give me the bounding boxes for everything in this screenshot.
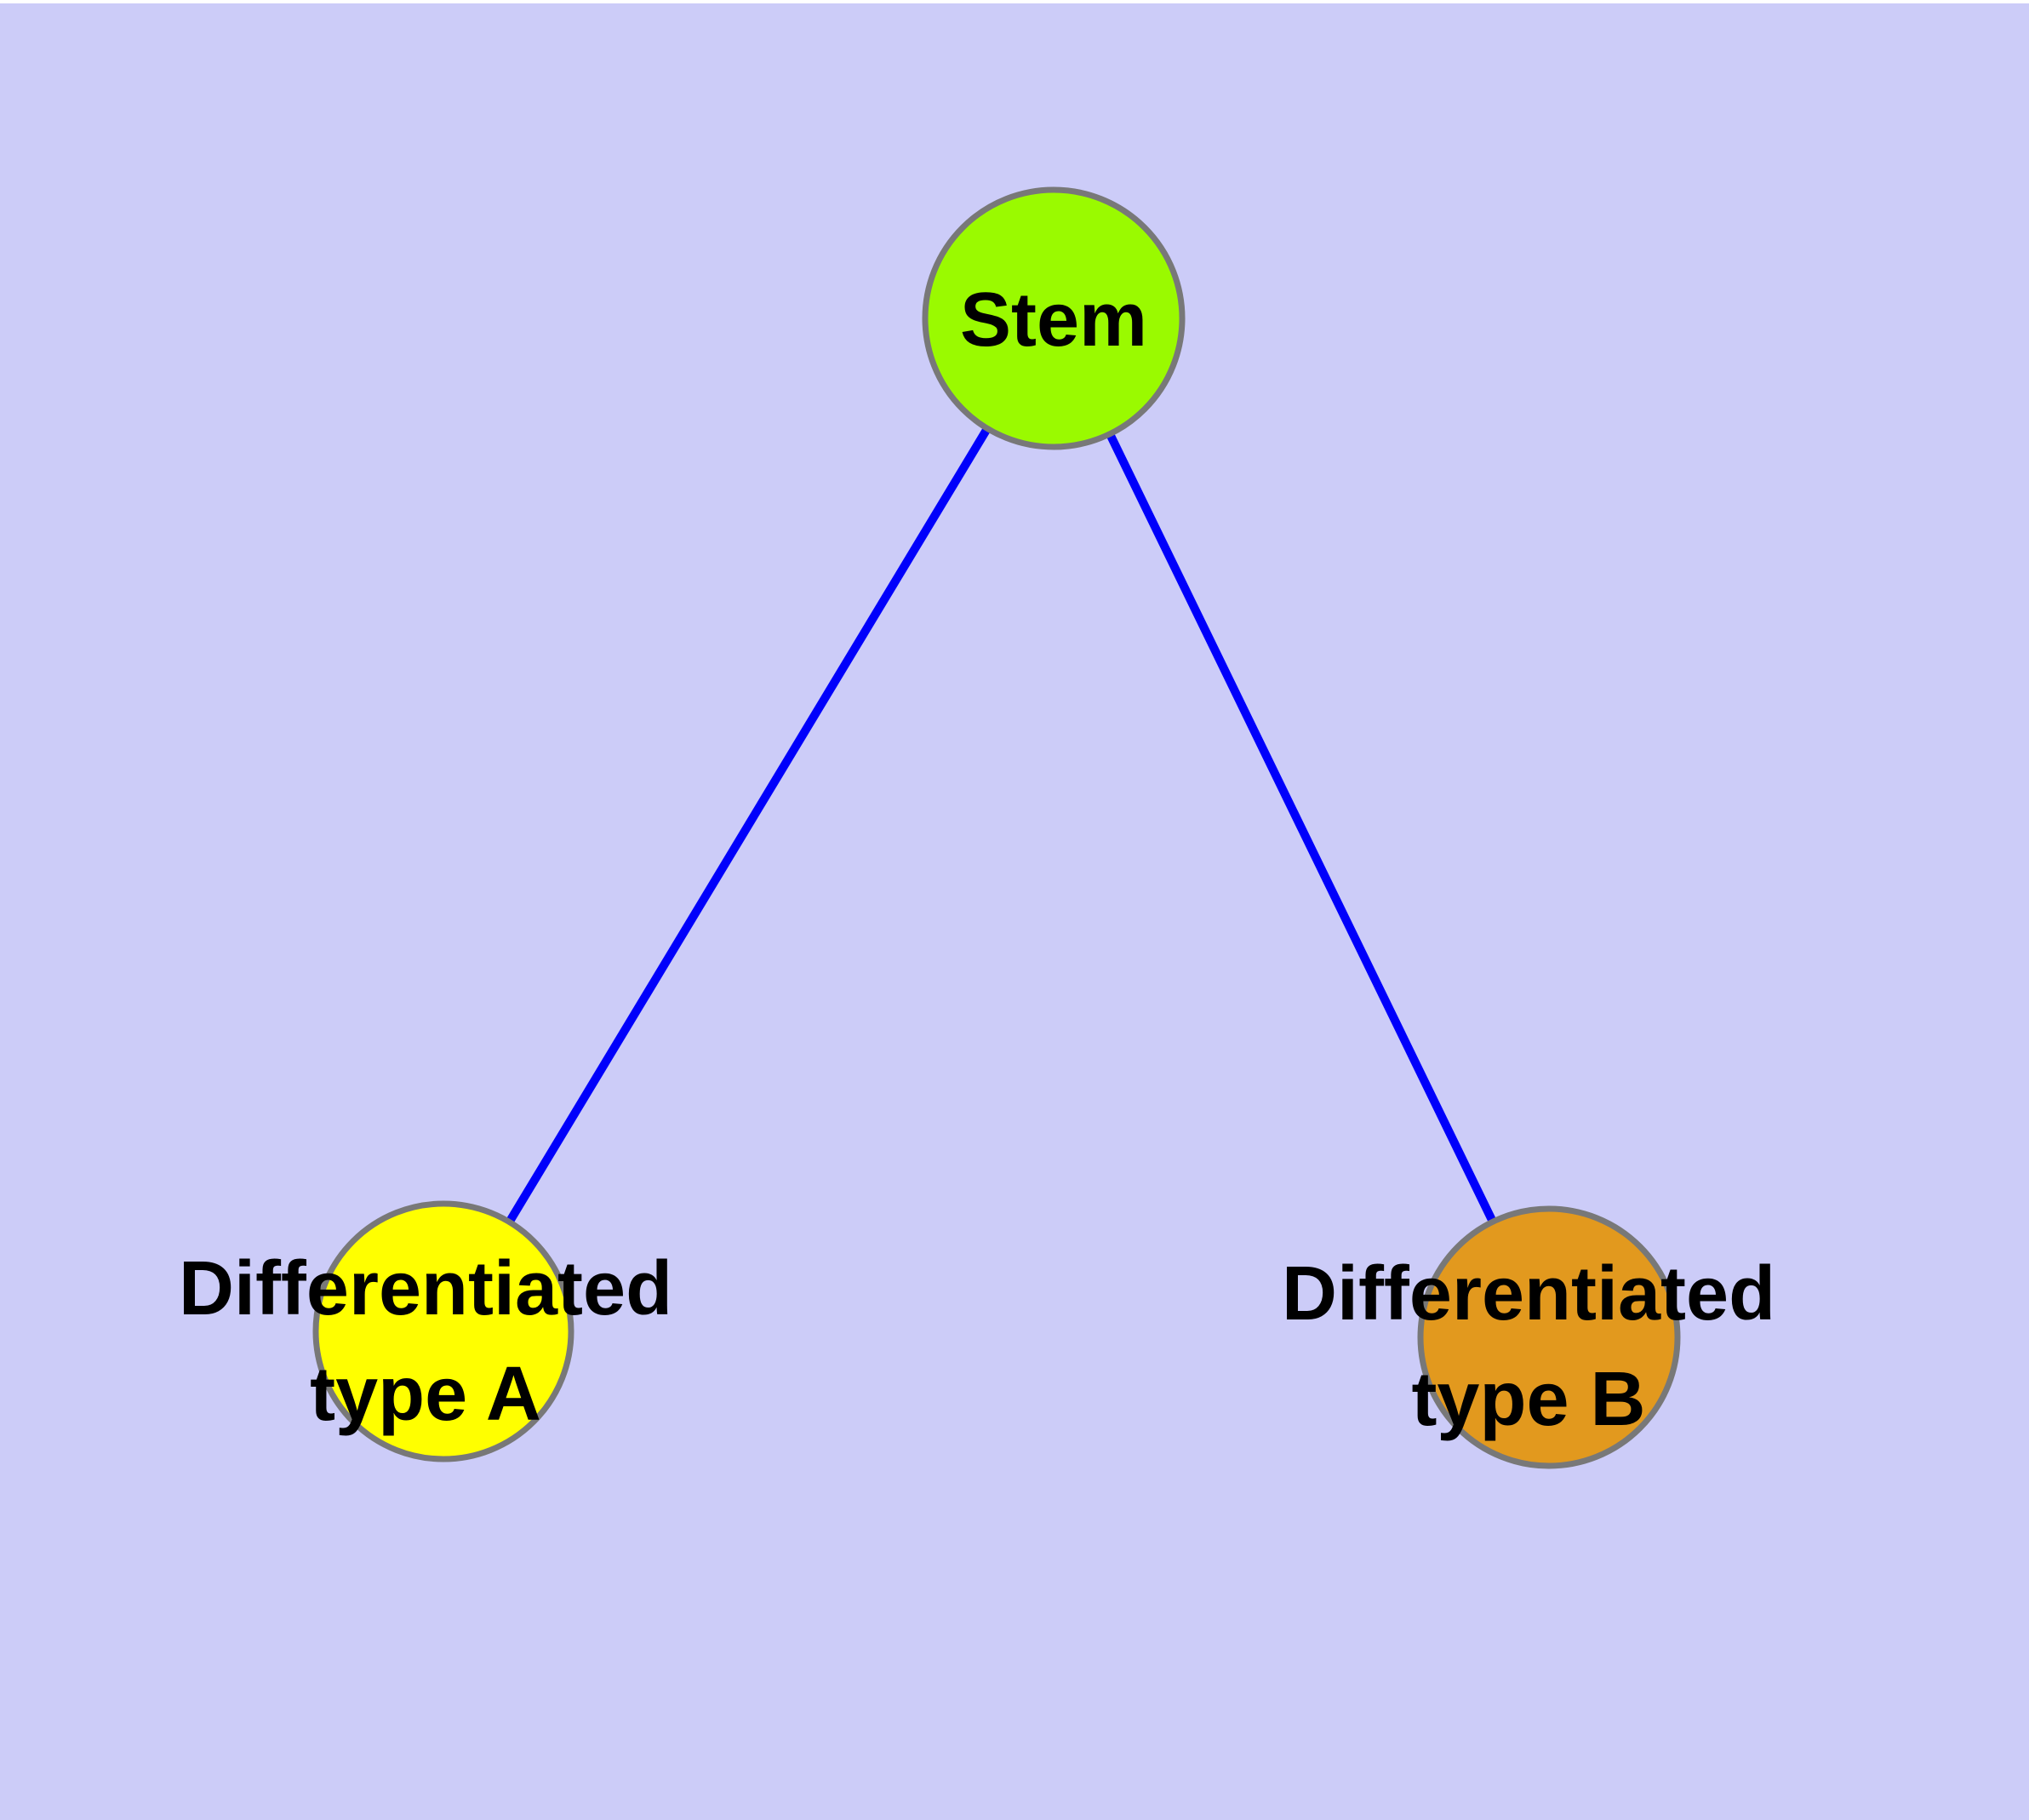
edge-stem-to-type-a [439, 316, 1058, 1334]
node-label-differentiated-type-b: Differentiated type B [1282, 1241, 1775, 1452]
edge-stem-to-type-b [1049, 316, 1553, 1340]
node-label-stem: Stem [959, 277, 1148, 363]
node-differentiated-type-b [1417, 1205, 1681, 1469]
node-stem [922, 186, 1186, 450]
node-label-line2: type B [1411, 1357, 1646, 1442]
node-differentiated-type-a [312, 1200, 574, 1462]
node-label-differentiated-type-a: Differentiated type A [179, 1236, 672, 1447]
node-label-line2: type A [310, 1352, 541, 1437]
node-label-line1: Differentiated [1281, 1251, 1776, 1336]
node-label-line1: Differentiated [178, 1245, 673, 1331]
